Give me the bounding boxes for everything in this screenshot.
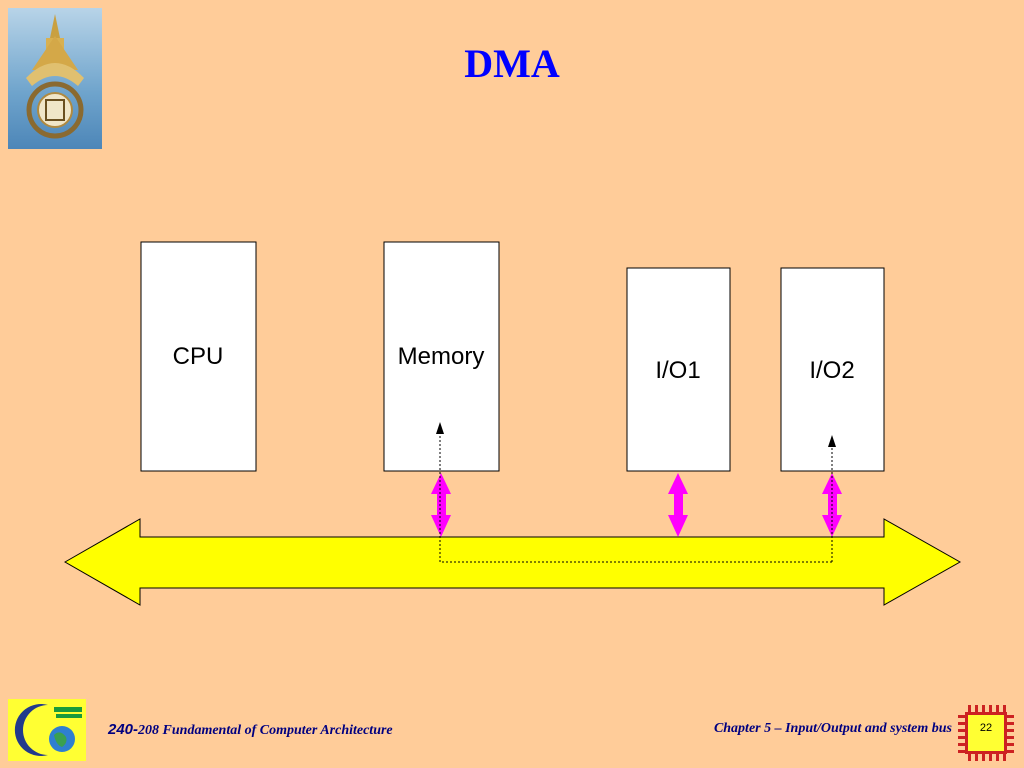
- cpu-box: [140, 241, 257, 472]
- chapter-footer: Chapter 5 – Input/Output and system bus: [713, 721, 952, 736]
- io2-arrowhead-icon: [828, 435, 836, 447]
- university-emblem-icon: [8, 8, 102, 149]
- memory-arrowhead-icon: [436, 422, 444, 434]
- slide-title: DMA: [464, 41, 560, 86]
- course-footer: 240-208 Fundamental of Computer Architec…: [108, 721, 393, 739]
- cpu-label: CPU: [173, 343, 224, 370]
- io1-box: [626, 267, 731, 472]
- memory-bus-connector: [431, 473, 451, 537]
- chip-icon: [958, 705, 1014, 761]
- course-code: 240-: [108, 721, 139, 738]
- io1-bus-connector: [668, 473, 688, 537]
- memory-label: Memory: [398, 343, 485, 370]
- dma-transfer-path: [439, 428, 833, 563]
- page-number: 22: [979, 722, 993, 734]
- io1-label: I/O1: [655, 357, 700, 384]
- system-bus-arrow: [63, 518, 962, 606]
- io2-label: I/O2: [809, 357, 854, 384]
- faculty-logo-icon: [8, 699, 86, 761]
- course-title: 208 Fundamental of Computer Architecture: [138, 723, 393, 738]
